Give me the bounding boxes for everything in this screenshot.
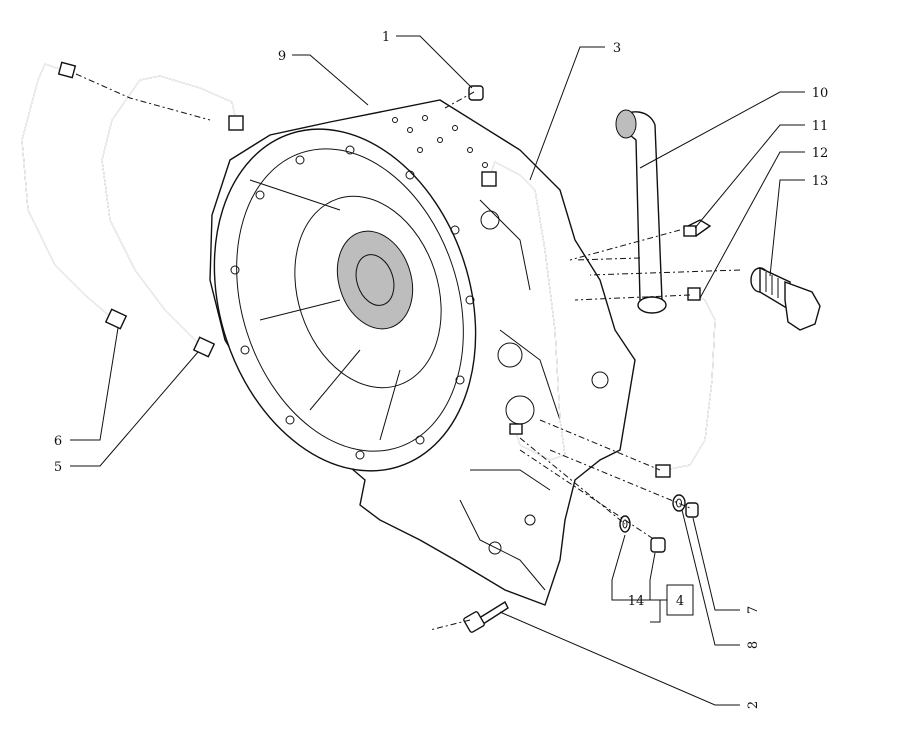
callout-11: 11 [812,119,829,134]
callout-12: 13 [812,174,829,189]
leader-lines [70,35,805,706]
breather-tube-10 [615,109,667,314]
callout-labels: 1 2 3 5 6 7 8 9 10 11 13 12 14 [54,30,828,709]
plug-11 [682,219,712,237]
transmission-housing [209,99,636,606]
pipe-6 [21,61,128,330]
kit-reference-box: 4 [666,584,694,616]
plug-7 [685,502,699,518]
pipe-13 [655,287,716,478]
assembly-lines [75,73,741,631]
callout-2: 2 [746,701,761,709]
callout-14: 14 [628,594,645,609]
pipe-5 [101,75,244,358]
plug-1 [468,85,484,101]
pipe-3 [481,161,566,461]
callout-7: 7 [746,606,761,614]
drain-plug-12 [750,266,821,331]
callout-13: 12 [812,146,829,161]
kit-reference-number: 4 [676,594,684,609]
callout-5: 5 [54,460,62,475]
callout-6: 6 [54,434,62,449]
bolt-2 [463,601,509,633]
callout-9: 9 [278,49,286,64]
callout-3: 3 [613,41,621,56]
washer-8 [672,494,686,512]
callout-8: 8 [746,641,761,649]
plug-14 [650,537,666,553]
callout-1: 1 [382,30,390,45]
callout-10: 10 [812,86,829,101]
